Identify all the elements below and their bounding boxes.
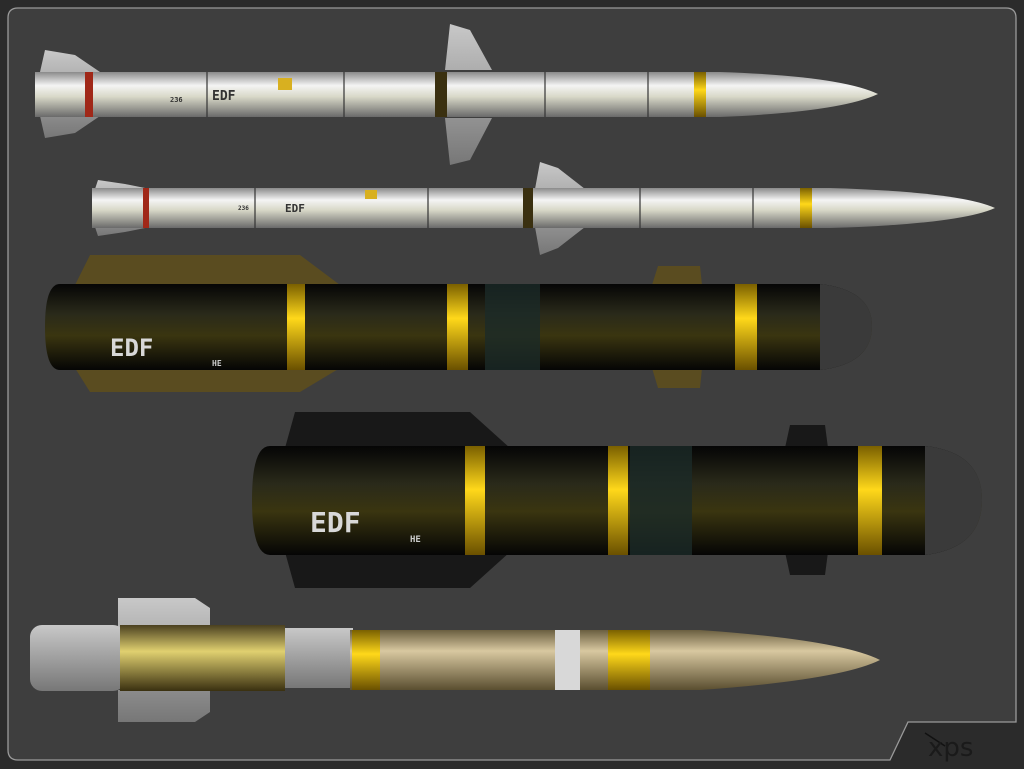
red-band [85, 72, 93, 117]
missile-black: EDF HE [252, 412, 982, 588]
yellow-band [694, 72, 706, 117]
missile-gold [30, 598, 880, 722]
mid-fins [445, 24, 492, 165]
olive-fins [75, 255, 340, 392]
xps-logo: xps [924, 732, 973, 763]
missile-black-olive: EDF HE [45, 255, 872, 392]
body [35, 72, 878, 117]
yellow-band [800, 188, 812, 228]
missile-label: EDF [212, 89, 236, 104]
tail-section [30, 625, 125, 691]
missile-label: EDF [110, 334, 153, 362]
missile-sublabel: HE [212, 359, 222, 368]
watermark-text: xps [928, 733, 973, 763]
missile-number: 236 [170, 96, 183, 104]
missile-label: EDF [310, 506, 361, 539]
missile-white-large: EDF 236 [35, 24, 878, 165]
missile-sublabel: HE [410, 535, 421, 545]
missile-white-small: EDF 236 [92, 162, 995, 255]
missile-number: 236 [238, 205, 249, 212]
body [92, 188, 995, 228]
missile-label: EDF [285, 202, 305, 215]
